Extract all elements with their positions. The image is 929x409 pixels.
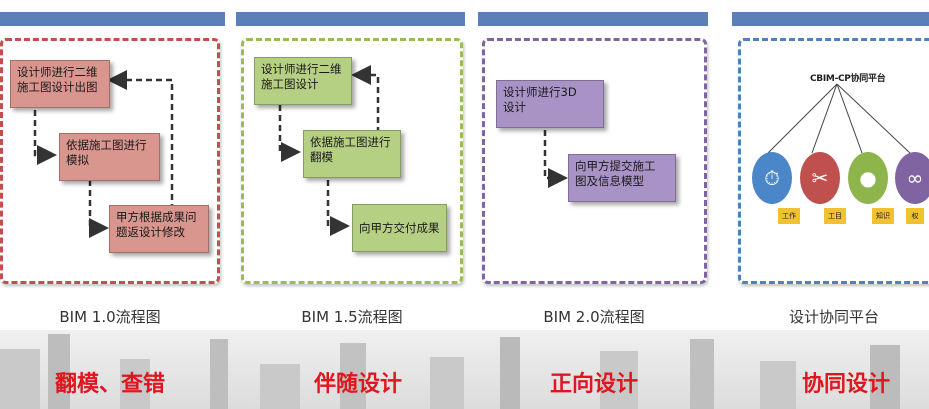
- p3-box-submit: 向甲方提交施工 图及信息模型: [568, 154, 676, 202]
- caption-bim-2-0: BIM 2.0流程图: [543, 308, 645, 326]
- platform-node-permission: ∞: [895, 152, 929, 204]
- arrow-p1-a: [33, 110, 57, 165]
- platform-tag-permission: 权: [906, 208, 924, 224]
- p2-box-deliver: 向甲方交付成果: [352, 204, 447, 252]
- panel-bim-1-0: [0, 38, 220, 284]
- p3-box-design-3d: 设计师进行3D 设计: [496, 80, 604, 128]
- caption-collab-platform: 设计协同平台: [788, 308, 879, 326]
- slogan-collab: 协同设计: [801, 372, 890, 397]
- platform-links: [767, 83, 911, 154]
- p1-box-revise: 甲方根据成果问 题返设计修改: [109, 205, 209, 253]
- platform-title: CBIM-CP协同平台: [810, 74, 886, 84]
- p1-box-draw-2d: 设计师进行二维 施工图设计出图: [10, 60, 110, 108]
- panel-bim-1-5: [241, 38, 463, 284]
- top-bar-4: [732, 12, 929, 26]
- scissors-icon: ✂: [811, 166, 829, 190]
- top-bar-1: [0, 12, 225, 26]
- arrow-p2-a: [278, 105, 301, 162]
- platform-node-tools: ✂: [800, 152, 840, 204]
- p2-box-model: 依据施工图进行 翻模: [303, 130, 401, 178]
- panel-bim-2-0: [482, 38, 707, 284]
- slogan-bim-2-0: 正向设计: [549, 372, 638, 397]
- caption-bim-1-0: BIM 1.0流程图: [59, 308, 161, 326]
- arrow-p3-a: [543, 130, 568, 188]
- platform-node-work: ⏱: [752, 152, 792, 204]
- platform-tag-tools: 工目: [824, 208, 846, 224]
- platform-tag-work: 工作: [778, 208, 800, 224]
- top-bar-3: [478, 12, 708, 26]
- skyline-background: [0, 330, 929, 409]
- arrow-p1-back: [107, 70, 209, 225]
- p1-box-simulate: 依据施工图进行 模拟: [59, 133, 160, 181]
- arrow-p1-b: [88, 180, 109, 238]
- slogan-bim-1-0: 翻模、查错: [54, 372, 165, 397]
- link-icon: ∞: [906, 166, 924, 190]
- caption-bim-1-5: BIM 1.5流程图: [301, 308, 403, 326]
- stopwatch-icon: ⏱: [764, 166, 780, 190]
- p2-box-draw-2d: 设计师进行二维 施工图设计: [254, 57, 352, 105]
- flow-arrows: [33, 65, 568, 238]
- platform-node-knowledge: ●: [848, 152, 888, 204]
- slogan-bim-1-5: 伴随设计: [313, 372, 402, 397]
- platform-tag-knowledge: 知识: [872, 208, 894, 224]
- panel-collab-platform: [738, 38, 929, 284]
- person-icon: ●: [859, 166, 877, 190]
- top-bar-2: [236, 12, 465, 26]
- arrow-p2-b: [326, 180, 350, 236]
